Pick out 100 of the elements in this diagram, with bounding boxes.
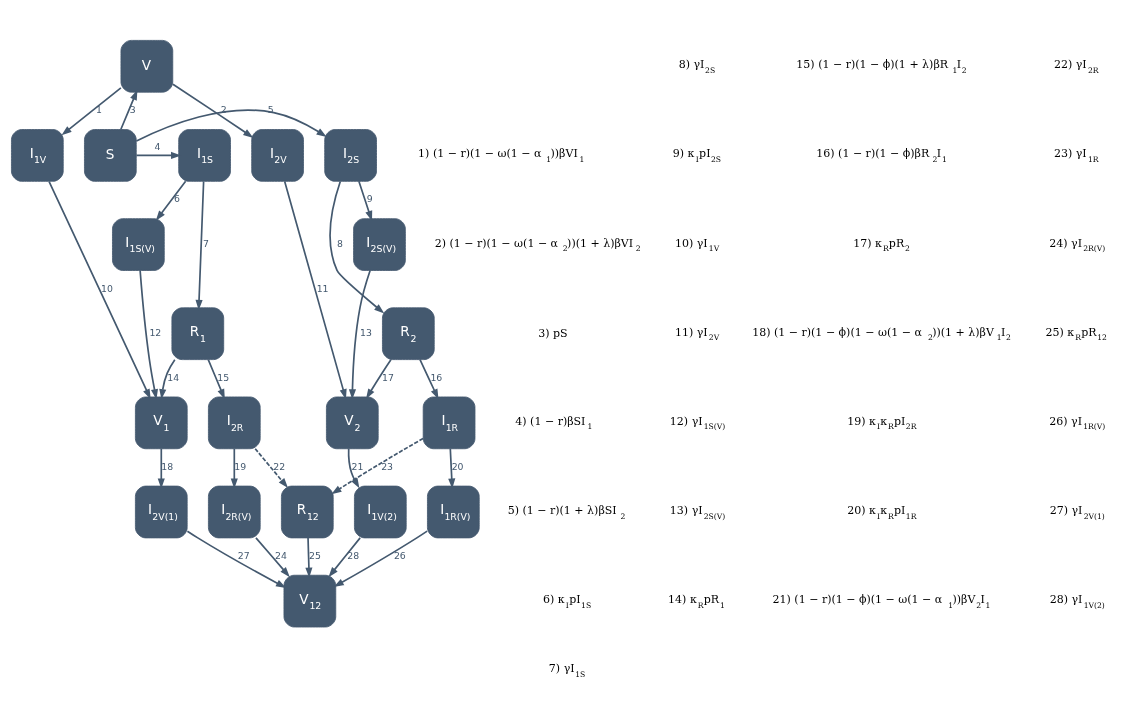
label: 22) γI$_{2R}$ (1053, 58, 1099, 75)
node-box: I$_{2V}$ (251, 129, 304, 182)
arrow (172, 83, 254, 138)
node-box: I$_{1S(V)}$ (112, 218, 165, 271)
label: 1) (1 − r)(1 − ω(1 − α$_{1}$))βVI$_{1}$ (418, 147, 585, 164)
arrow (348, 269, 371, 400)
label: 17) κ$_{R}$pR$_{2}$ (853, 236, 910, 254)
label: 13) γI$_{2S(V)}$ (669, 504, 726, 521)
arrow (331, 437, 424, 495)
label: 9) κ$_{I}$pI$_{2S}$ (672, 147, 722, 164)
label: 16) (1 − r)(1 − ϕ)βR$_{2}$I$_{1}$ (816, 147, 947, 164)
edge-label: 12 (149, 327, 162, 339)
node-box: R$_{1}$ (171, 307, 225, 361)
edge-label: 17 (382, 371, 394, 383)
edge-label: 25 (309, 549, 321, 561)
edge-label: 22 (273, 460, 286, 472)
label: 27) γI$_{2V(1)}$ (1049, 504, 1105, 521)
node-box: R$_{2}$ (382, 307, 435, 361)
label: 12) γI$_{1S(V)}$ (669, 414, 726, 432)
node-box: V$_{1}$ (134, 396, 188, 450)
edge-label: 6 (174, 193, 180, 205)
node-box: I$_{1V}$ (11, 129, 64, 182)
label: 4) (1 − r)βSI$_{1}$ (515, 414, 593, 432)
arrow (254, 447, 289, 489)
label: 5) (1 − r)(1 + λ)βSI$_{2}$ (507, 504, 626, 521)
node-box: I$_{2R}$ (208, 396, 261, 450)
node-box: V (120, 39, 174, 93)
label: 15) (1 − r)(1 − ϕ)(1 + λ)βR$_{1}$I$_{2}$ (796, 58, 967, 75)
label: 18) (1 − r)(1 − ϕ)(1 − ω(1 − α$_{2}$))(1 + λ)βV$_{1}$I$_{2}$ (752, 325, 1011, 343)
edge-label: 3 (129, 104, 136, 116)
arrow (230, 447, 238, 489)
arrow (119, 89, 138, 131)
node-box: I$_{1V(2)}$ (354, 485, 407, 539)
node-box: R$_{12}$ (281, 485, 334, 539)
edge-label: 18 (161, 460, 174, 472)
arrow (135, 151, 182, 159)
label: 21) (1 − r)(1 − ϕ)(1 − ω(1 − α$_{1}$))βV$_{2}$I$_{1}$ (772, 593, 991, 610)
node-box: I$_{1R}$ (422, 396, 476, 450)
arrow (305, 537, 313, 578)
edge-label: 8 (337, 237, 343, 249)
label: 7) γI$_{1S}$ (548, 662, 586, 679)
node-box: S (84, 129, 137, 182)
label: 6) κ$_{I}$pI$_{1S}$ (542, 593, 592, 610)
arrow (358, 180, 373, 222)
label: 3) pS (538, 326, 568, 340)
node-box: I$_{2S(V)}$ (353, 218, 406, 271)
label: 24) γI$_{2R(V)}$ (1049, 236, 1106, 254)
arrow (139, 269, 158, 400)
label: 26) γI$_{1R(V)}$ (1049, 414, 1106, 432)
arrow (157, 447, 165, 489)
edge-label: 21 (351, 460, 364, 472)
edge-label: 11 (316, 282, 329, 294)
arrow (283, 180, 347, 400)
edge-label: 26 (393, 549, 406, 561)
arrow (347, 447, 360, 489)
label: 19) κ$_{I}$κ$_{R}$pI$_{2R}$ (847, 414, 917, 432)
arrow (135, 109, 327, 142)
edge-label: 27 (237, 549, 250, 561)
arrow (207, 358, 225, 400)
edge-label: 10 (101, 282, 113, 294)
arrow (366, 358, 392, 399)
node-box: V$_{2}$ (326, 396, 379, 450)
arrow (255, 537, 290, 578)
edge-label: 9 (366, 193, 373, 205)
label: 28) γI$_{1V(2)}$ (1049, 593, 1105, 610)
label: 8) γI$_{2S}$ (678, 58, 716, 75)
arrow (448, 447, 456, 489)
arrow (333, 530, 429, 588)
edge-label: 23 (381, 460, 394, 472)
label: 23) γI$_{1R}$ (1053, 147, 1099, 164)
label: 25) κ$_{R}$pR$_{12}$ (1045, 325, 1107, 343)
label: 11) γI$_{2V}$ (674, 325, 720, 343)
edge-label: 15 (217, 371, 230, 383)
node-box: I$_{2S}$ (324, 129, 377, 182)
arrow (195, 180, 205, 311)
node-box: I$_{2R(V)}$ (208, 485, 261, 539)
node-box: I$_{1S}$ (178, 129, 231, 182)
label: 10) γI$_{1V}$ (674, 236, 720, 254)
edge-label: 19 (234, 460, 247, 472)
node-box: I$_{1R(V)}$ (427, 485, 480, 539)
label: 14) κ$_{R}$pR$_{1}$ (668, 593, 725, 610)
edge-label: 14 (167, 371, 180, 383)
label: 20) κ$_{I}$κ$_{R}$pI$_{1R}$ (847, 504, 917, 521)
arrow (419, 358, 439, 400)
node-box: V$_{12}$ (283, 574, 337, 628)
edge-label: 7 (202, 237, 209, 249)
edge-label: 24 (275, 549, 287, 561)
arrow (328, 537, 361, 578)
edge-label: 4 (154, 141, 161, 153)
arrow (186, 530, 287, 588)
arrow (155, 180, 187, 221)
edge-label: 16 (430, 371, 443, 383)
arrow (159, 358, 176, 400)
edge-label: 20 (451, 460, 464, 472)
arrow (61, 87, 122, 136)
edge-label: 13 (359, 327, 372, 339)
node-box: I$_{2V(1)}$ (134, 485, 188, 539)
arrow (48, 180, 151, 400)
edge-label: 28 (347, 549, 360, 561)
label: 2) (1 − r)(1 − ω(1 − α$_{2}$))(1 + λ)βVI$_{2}$ (434, 236, 641, 254)
